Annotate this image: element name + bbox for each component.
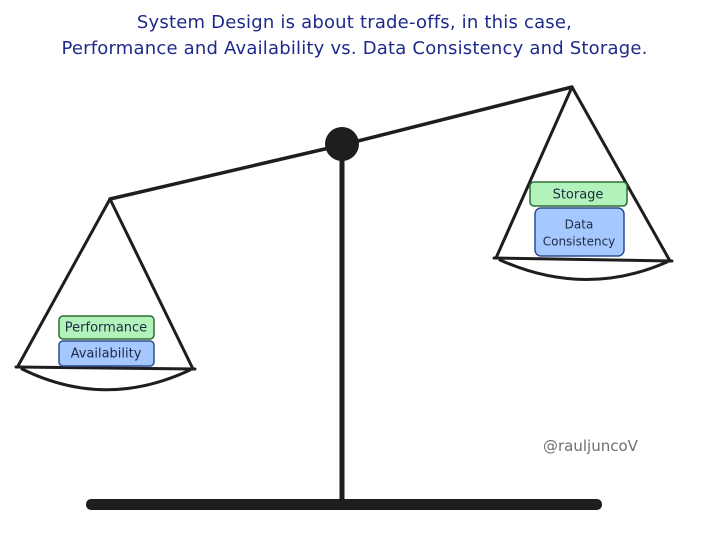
right-pan-strings [494, 85, 672, 263]
title-line-1: System Design is about trade-offs, in th… [136, 12, 573, 33]
data-consistency-box-shape [534, 207, 625, 257]
title-line-2: Performance and Availability vs. Data Co… [61, 38, 648, 59]
performance-box: Performance [58, 315, 155, 340]
right-pan [492, 256, 674, 281]
performance-box-shape [58, 315, 155, 340]
left-pan-strings [16, 197, 195, 371]
data-consistency-box: Data Consistency [534, 207, 625, 257]
data-consistency-label-line-2: Consistency [543, 235, 616, 249]
scale-pivot [325, 127, 359, 161]
author-watermark: @rauljuncoV [543, 437, 638, 455]
performance-label: Performance [65, 321, 147, 336]
availability-box: Availability [58, 340, 155, 367]
storage-box: Storage [529, 181, 628, 207]
diagram-title: System Design is about trade-offs, in th… [0, 10, 709, 62]
availability-box-shape [58, 340, 155, 367]
storage-box-shape [529, 181, 628, 207]
data-consistency-label-line-1: Data [565, 218, 594, 232]
storage-label: Storage [553, 188, 604, 203]
availability-label: Availability [71, 347, 142, 362]
scale-base [86, 499, 602, 510]
left-pan [14, 365, 197, 392]
